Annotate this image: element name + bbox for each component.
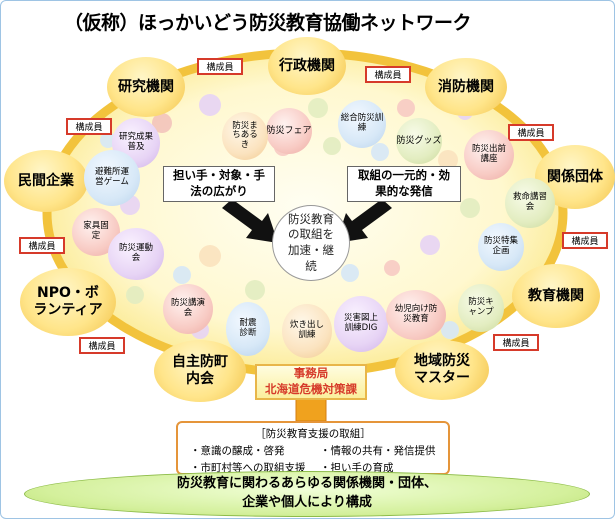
activity-cooking-drill: 炊き出し訓練 — [282, 304, 332, 358]
activity-evacuation-game: 避難所運営ゲーム — [84, 150, 140, 206]
member-tag: 構成員 — [66, 118, 112, 135]
support-box: ［防災教育支援の取組］ ・意識の醸成・啓発 ・情報の共有・発信提供 ・市町村等へ… — [176, 421, 450, 475]
activity-lecture: 防災講演会 — [163, 284, 213, 334]
page-title: （仮称）ほっかいどう防災教育協働ネットワーク — [64, 12, 472, 34]
member-tag: 構成員 — [493, 334, 539, 351]
member-tag: 構成員 — [19, 237, 65, 254]
callout-expansion: 担い手・対象・手法の広がり — [163, 166, 275, 202]
activity-special-program: 防災特集企画 — [478, 223, 524, 271]
secretariat-label: 事務局 — [293, 366, 329, 381]
activity-dig: 災害図上訓練DIG — [334, 296, 388, 352]
support-item: ・意識の醸成・啓発 — [190, 445, 285, 457]
secretariat-box: 事務局 北海道危機対策課 — [255, 364, 367, 400]
org-fire: 消防機関 — [425, 58, 507, 116]
bottom-banner-line1: 防災教育に関わるあらゆる関係機関・団体、 — [176, 476, 437, 492]
org-private-company: 民間企業 — [4, 150, 88, 212]
support-heading: ［防災教育支援の取組］ — [255, 428, 371, 440]
member-tag: 構成員 — [197, 58, 243, 75]
member-tag: 構成員 — [79, 337, 125, 354]
member-tag: 構成員 — [562, 232, 608, 249]
activity-campaign: 防災運動会 — [108, 228, 164, 280]
activity-outreach: 防災出前講座 — [464, 130, 514, 180]
org-administration: 行政機関 — [268, 37, 346, 95]
org-npo: NPO・ボランティア — [20, 268, 116, 336]
arrow-right — [336, 199, 392, 243]
center-goal: 防災教育の取組を加速・継続 — [272, 205, 350, 281]
activity-comprehensive-drill: 総合防災訓練 — [338, 100, 386, 148]
org-regional-master: 地域防災マスター — [395, 340, 489, 400]
activity-fair: 防災フェア — [266, 108, 312, 154]
activity-camp: 防災キャンプ — [458, 284, 504, 332]
org-research: 研究機関 — [107, 57, 185, 117]
member-tag: 構成員 — [508, 124, 554, 141]
activity-first-aid: 救命講習会 — [505, 178, 555, 228]
bottom-banner-line2: 企業や個人により構成 — [242, 495, 372, 510]
callout-dissemination: 取組の一元的・効果的な発信 — [347, 166, 461, 202]
activity-quake-diagnosis: 耐震診断 — [226, 302, 270, 356]
secretariat-department: 北海道危機対策課 — [265, 382, 357, 396]
activity-infant-ed: 幼児向け防災教育 — [386, 290, 446, 340]
arrow-left — [222, 199, 278, 243]
activity-goods: 防災グッズ — [396, 118, 442, 164]
bottom-banner: 防災教育に関わるあらゆる関係機関・団体、 企業や個人により構成 — [24, 471, 590, 517]
org-neighborhood: 自主防町内会 — [154, 340, 246, 402]
support-item: ・情報の共有・発信提供 — [320, 445, 436, 457]
member-tag: 構成員 — [365, 66, 411, 83]
activity-town-walk: 防災まちあるき — [222, 112, 268, 160]
org-education: 教育機関 — [512, 264, 600, 328]
